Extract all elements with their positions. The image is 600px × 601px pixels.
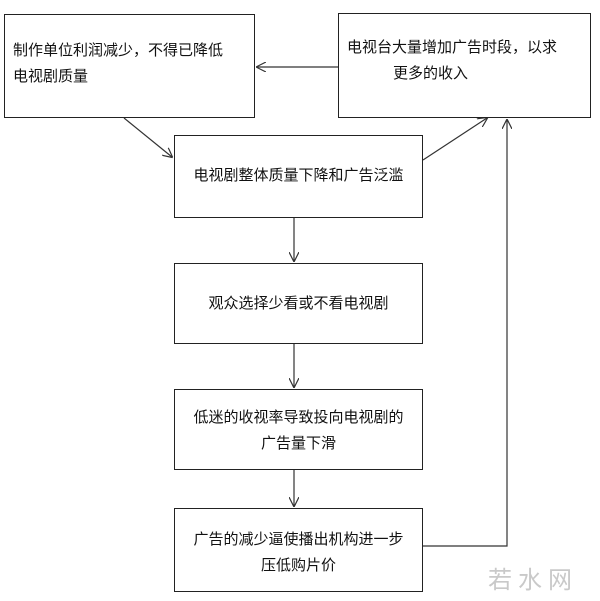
box-quality-decline-line1: 电视剧整体质量下降和广告泛滥 xyxy=(193,166,404,184)
box-audience-choice: 观众选择少看或不看电视剧 xyxy=(174,263,423,344)
arrow-b6-to-b2 xyxy=(423,120,507,547)
box-ad-time-increase-line2: 更多的收入 xyxy=(393,64,469,82)
arrow-b3-to-b2 xyxy=(422,118,487,161)
box-ad-time-increase-line1: 电视台大量增加广告时段，以求 xyxy=(347,38,558,56)
watermark: 若水网 xyxy=(488,566,578,594)
box-audience-choice-line1: 观众选择少看或不看电视剧 xyxy=(208,294,389,312)
box-ad-time-increase: 电视台大量增加广告时段，以求 更多的收入 xyxy=(338,13,591,118)
box-low-ratings-line1: 低迷的收视率导致投向电视剧的 xyxy=(193,408,404,426)
arrow-b1-to-b3 xyxy=(123,117,172,157)
box-ad-reduction-line1: 广告的减少逼使播出机构进一步 xyxy=(193,530,404,548)
box-profit-decrease-line2: 电视剧质量 xyxy=(13,67,89,85)
box-ad-reduction-line2: 压低购片价 xyxy=(260,556,336,574)
box-profit-decrease: 制作单位利润减少，不得已降低 电视剧质量 xyxy=(4,14,255,118)
box-profit-decrease-line1: 制作单位利润减少，不得已降低 xyxy=(13,41,224,59)
box-ad-reduction: 广告的减少逼使播出机构进一步 压低购片价 xyxy=(174,508,423,592)
box-quality-decline: 电视剧整体质量下降和广告泛滥 xyxy=(174,135,423,218)
box-low-ratings-line2: 广告量下滑 xyxy=(260,434,336,452)
box-low-ratings: 低迷的收视率导致投向电视剧的 广告量下滑 xyxy=(174,389,423,470)
